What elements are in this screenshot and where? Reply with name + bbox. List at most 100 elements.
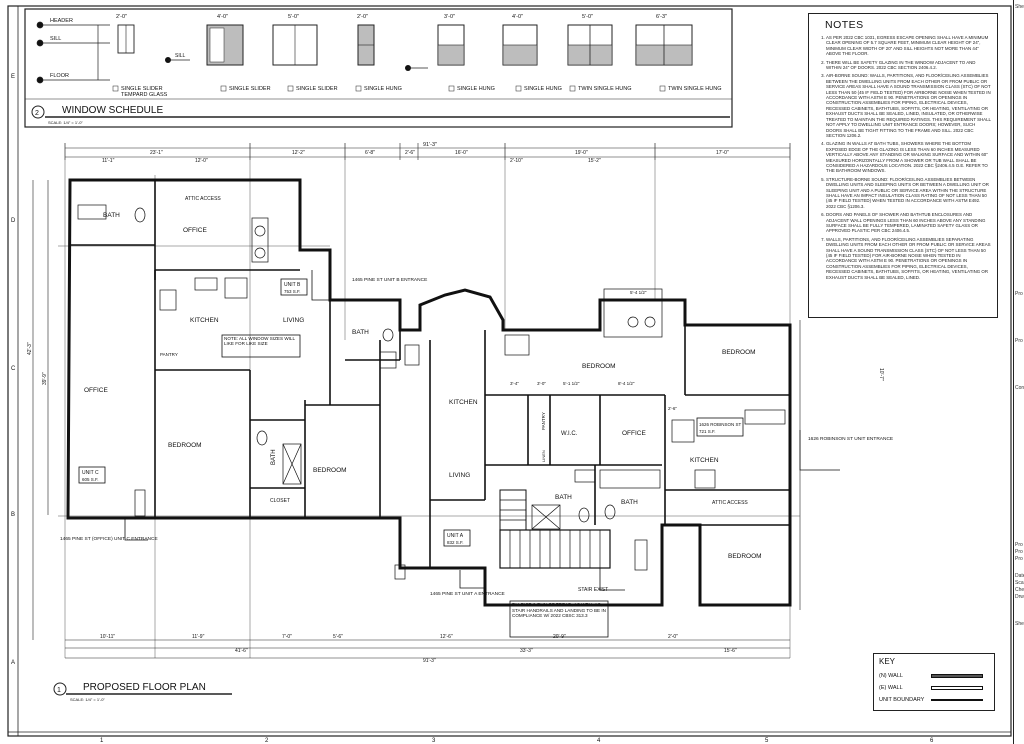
sub-dim-3: 2'-10" [510,158,523,164]
room-living-a: LIVING [449,472,470,479]
window-schedule: HEADER SILL FLOOR SILL 2'-0" SINGLE SLID… [24,8,733,128]
svg-text:SINGLE HUNG: SINGLE HUNG [457,86,495,92]
svg-text:SINGLE HUNG: SINGLE HUNG [364,86,402,92]
top-dim-1: 23'-1" [150,150,163,156]
sub-dim-4: 15'-2" [588,158,601,164]
plan-scale: SCALE: 1/4" = 1'-0" [70,697,105,702]
room-kitchen-b: KITCHEN [190,317,219,324]
room-office-a: OFFICE [622,430,646,437]
window-type-1: 2'-0" SINGLE SLIDER TEMPARD GLASS [112,14,168,98]
key-row-existing-wall: (E) WALL [879,682,989,694]
left-height-dim: 42'-3" [27,342,33,355]
grid-row-c: C [11,366,16,372]
svg-text:SINGLE SLIDER: SINGLE SLIDER [121,86,163,92]
room-bedroom-b2: BEDROOM [313,467,347,474]
dim-3-4: 3'-4" [510,381,519,386]
bottom-dim-2: 11'-9" [192,634,205,640]
room-bedroom-a: BEDROOM [582,363,616,370]
window-type-3: 5'-0" SINGLE SLIDER [272,14,338,92]
window-type-8: 6'-3" TWIN SINGLE HUNG [635,14,721,92]
note-item: GLAZING IN WALLS AT BATH TUBS, SHOWERS W… [826,141,991,173]
svg-text:4'-0": 4'-0" [512,14,523,20]
top-dim-6: 19'-0" [575,150,588,156]
entrance-robinson: 1626 ROBINSON ST UNIT ENTRANCE [808,436,893,442]
room-closet-b: CLOSET [270,498,290,504]
room-office-c: OFFICE [84,387,108,394]
grid-row-d: D [11,218,16,224]
key-row-new-wall: (N) WALL [879,670,989,682]
bottom-dim-6: 20'-9" [553,634,566,640]
room-linen-a: LINEN [541,450,546,462]
notes-title: NOTES [825,19,864,31]
bottom-overall-dim: 91'-3" [423,658,436,664]
svg-text:3'-0": 3'-0" [444,14,455,20]
room-bath-a2: BATH [555,494,572,501]
dim-2-6: 2'-6" [668,406,677,411]
room-attic-access-2: ATTIC ACCESS [712,500,748,506]
window-type-4: 2'-0" SINGLE HUNG [355,14,402,92]
room-wic-a: W.I.C. [561,431,578,437]
svg-text:5'-0": 5'-0" [582,14,593,20]
bottom-dim2-2: 33'-3" [520,648,533,654]
stair-compliance-note: F.V. RISE & RUN OF TREAD, AS WELL AS, ST… [512,602,606,619]
unit-b-area: 753 S.F. [284,289,301,294]
bottom-dim2-1: 41'-6" [235,648,248,654]
bottom-dim-1: 10'-11" [100,634,115,640]
room-bedroom-r1: BEDROOM [722,349,756,356]
room-pantry-b: PANTRY [160,352,178,357]
room-bath-a: BATH [352,329,369,336]
unit-robinson-tag: 1626 ROBINSON ST [699,422,742,427]
sub-dim-1: 11'-1" [102,158,115,164]
window-type-5: 3'-0" SINGLE HUNG [437,14,495,92]
schedule-title: WINDOW SCHEDULE [62,105,163,116]
window-size-note: NOTE: ALL WINDOW SIZES WILL LIKE FOR LIK… [224,336,295,347]
schedule-floor-label: FLOOR [50,73,69,79]
plan-number: 1 [57,687,61,694]
svg-text:SINGLE HUNG: SINGLE HUNG [524,86,562,92]
svg-text:TWIN SINGLE HUNG: TWIN SINGLE HUNG [668,86,721,92]
window-type-2: 4'-0" SINGLE SLIDER [206,14,271,92]
top-dim-3: 6'-8" [365,150,375,156]
svg-text:6'-3": 6'-3" [656,14,667,20]
stair-exist-note: STAIR EXIST [578,587,608,593]
right-height-dim: 10'-7" [878,368,884,381]
schedule-sill-label: SILL [50,36,61,42]
room-pantry-a: PANTRY [541,412,546,430]
note-item: STRUCTURE-BORNE SOUND: FLOOR/CEILING ASS… [826,177,991,209]
schedule-header-label: HEADER [50,18,73,24]
grid-col-2: 2 [265,738,269,744]
room-bath-c: BATH [103,212,120,219]
key-legend: KEY (N) WALL (E) WALL UNIT BOUNDARY [873,653,995,711]
note-item: THERE WILL BE SAFETY GLAZING IN THE WIND… [826,60,991,71]
svg-text:SINGLE SLIDER: SINGLE SLIDER [296,86,338,92]
bottom-dim-3: 7'-0" [282,634,292,640]
plan-title: PROPOSED FLOOR PLAN [83,682,206,693]
dim-5-4: 5'-4 1/2" [630,290,647,295]
schedule-sill-marker: SILL [175,53,186,59]
room-bedroom-b: BEDROOM [168,442,202,449]
entrance-unit-c: 1465 PINE ST (OFFICE) UNIT C ENTRANCE [60,536,158,542]
room-kitchen-a: KITCHEN [449,399,478,406]
note-item: DOORS AND PANELS OF SHOWER AND BATHTUB E… [826,212,991,234]
bottom-dim2-3: 15'-6" [724,648,737,654]
dim-8-4: 8'-4 1/2" [618,381,635,386]
bottom-dim-5: 12'-6" [440,634,453,640]
top-dim-7: 17'-0" [716,150,729,156]
key-title: KEY [879,657,896,666]
entrance-unit-b: 1465 PINE ST UNIT B ENTRANCE [352,277,427,283]
bottom-dim-4: 5'-6" [333,634,343,640]
bottom-dim-7: 2'-0" [668,634,678,640]
svg-text:2'-0": 2'-0" [116,14,127,20]
top-dim-2: 12'-2" [292,150,305,156]
overall-width-dim: 91'-3" [423,142,437,148]
stair [499,489,611,569]
room-bath-r: BATH [621,499,638,506]
left-inner-dim: 39'-9" [42,372,48,385]
svg-text:TEMPARD GLASS: TEMPARD GLASS [121,92,168,98]
room-office-b: OFFICE [183,227,207,234]
top-dim-4: 2'-6" [405,150,415,156]
svg-text:2'-0": 2'-0" [357,14,368,20]
entrance-unit-a: 1465 PINE ST UNIT A ENTRANCE [430,591,505,597]
svg-text:TWIN SINGLE HUNG: TWIN SINGLE HUNG [578,86,631,92]
